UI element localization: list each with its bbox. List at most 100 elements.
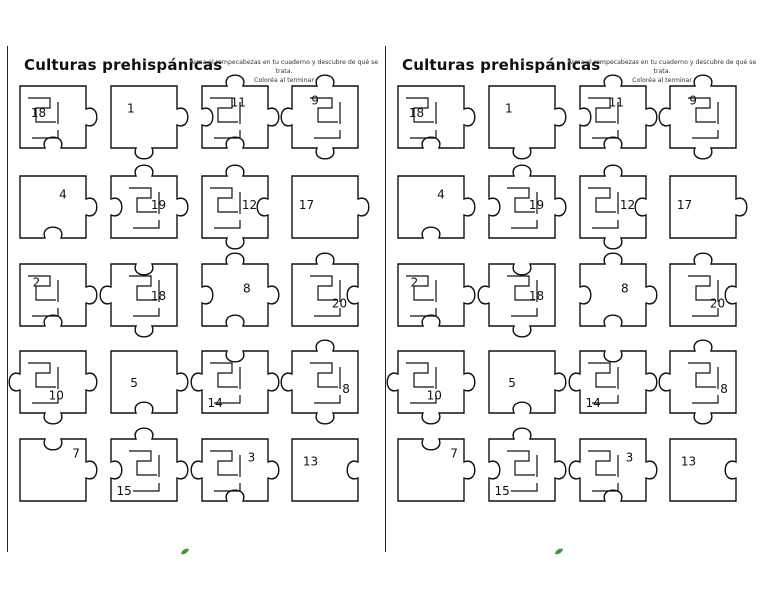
piece-number: 1: [505, 102, 513, 116]
puzzle-piece: 10: [386, 350, 476, 425]
piece-artwork: [507, 275, 538, 317]
puzzle-piece-outline: [669, 438, 737, 502]
piece-number: 15: [117, 484, 132, 498]
piece-number: 2: [33, 275, 41, 289]
piece-number: 18: [529, 289, 544, 303]
piece-artwork: [588, 187, 619, 229]
piece-artwork: [28, 97, 59, 139]
piece-number: 9: [311, 94, 319, 108]
piece-artwork: [210, 362, 241, 404]
puzzle-piece: 5: [488, 350, 567, 414]
puzzle-piece-outline: [568, 438, 658, 502]
puzzle-piece-outline: [397, 438, 476, 502]
worksheet-title: Culturas prehispánicas: [402, 56, 601, 74]
piece-number: 10: [427, 388, 442, 402]
piece-artwork: [688, 275, 719, 317]
piece-number: 19: [151, 198, 166, 212]
puzzle-piece-outline: [291, 175, 370, 239]
piece-number: 10: [49, 388, 64, 402]
piece-number: 17: [677, 198, 692, 212]
puzzle-piece: 8: [280, 339, 359, 425]
piece-artwork: [310, 362, 341, 404]
puzzle-piece-outline: [280, 74, 359, 160]
piece-number: 8: [621, 282, 629, 296]
piece-number: 18: [31, 106, 46, 120]
worksheet-right: Culturas prehispánicas Arma el rompecabe…: [385, 46, 762, 555]
puzzle-piece-outline: [291, 438, 359, 502]
piece-artwork: [588, 450, 619, 492]
puzzle-piece: 14: [568, 350, 658, 414]
puzzle-piece-outline: [579, 252, 658, 327]
instructions-line-2: Coloréa al terminar: [254, 77, 314, 84]
puzzle-piece-outline: [19, 438, 98, 502]
puzzle-piece: 1: [488, 85, 567, 160]
piece-number: 12: [242, 198, 257, 212]
puzzle-piece-outline: [579, 164, 647, 250]
puzzle-piece-outline: [110, 164, 189, 239]
puzzle-piece: 2: [397, 263, 476, 327]
puzzle-piece: 10: [8, 350, 98, 425]
instructions-line-1: Arma el rompecabezas en tu cuaderno y de…: [189, 59, 379, 75]
piece-number: 15: [495, 484, 510, 498]
puzzle-piece-outline: [190, 350, 280, 414]
puzzle-piece: 8: [201, 252, 280, 327]
piece-artwork: [406, 275, 437, 317]
piece-number: 14: [586, 396, 601, 410]
puzzle-piece-outline: [488, 350, 567, 414]
piece-artwork: [688, 362, 719, 404]
puzzle-piece: 14: [190, 350, 280, 414]
puzzle-piece: 19: [488, 164, 567, 239]
piece-artwork: [406, 97, 437, 139]
piece-artwork: [28, 362, 59, 404]
piece-number: 8: [243, 282, 251, 296]
piece-artwork: [310, 97, 341, 139]
worksheet-title: Culturas prehispánicas: [24, 56, 223, 74]
piece-number: 20: [332, 296, 347, 310]
puzzle-piece-outline: [488, 427, 567, 502]
puzzle-piece: 8: [579, 252, 658, 327]
piece-number: 11: [609, 96, 624, 110]
piece-artwork: [210, 97, 241, 139]
worksheet-instructions: Arma el rompecabezas en tu cuaderno y de…: [186, 58, 382, 85]
puzzle-piece: 15: [110, 427, 189, 502]
puzzle-piece: 18: [477, 263, 556, 338]
puzzle-piece: 9: [280, 74, 359, 160]
puzzle-piece: 13: [291, 438, 359, 502]
puzzle-piece-outline: [110, 350, 189, 414]
puzzle-piece: 3: [190, 438, 280, 502]
puzzle-piece-outline: [19, 175, 98, 239]
puzzle-piece: 7: [19, 438, 98, 502]
piece-artwork: [129, 275, 160, 317]
piece-number: 17: [299, 198, 314, 212]
puzzle-piece-outline: [110, 85, 189, 160]
piece-artwork: [588, 362, 619, 404]
piece-number: 8: [342, 382, 350, 396]
puzzle-piece-outline: [568, 350, 658, 414]
piece-number: 13: [681, 455, 696, 469]
puzzle-piece-outline: [658, 74, 737, 160]
puzzle-piece: 5: [110, 350, 189, 414]
piece-number: 14: [208, 396, 223, 410]
puzzle-piece-outline: [190, 438, 280, 502]
piece-number: 19: [529, 198, 544, 212]
puzzle-piece: 17: [669, 175, 748, 239]
puzzle-piece: 19: [110, 164, 189, 239]
piece-artwork: [588, 97, 619, 139]
piece-artwork: [129, 187, 160, 229]
puzzle-piece: 20: [291, 252, 359, 327]
piece-number: 7: [72, 447, 80, 461]
piece-number: 20: [710, 296, 725, 310]
puzzle-piece-outline: [488, 85, 567, 160]
piece-number: 1: [127, 102, 135, 116]
piece-number: 2: [411, 275, 419, 289]
puzzle-piece: 9: [658, 74, 737, 160]
piece-number: 18: [409, 106, 424, 120]
piece-number: 3: [248, 450, 256, 464]
instructions-line-2: Coloréa al terminar: [632, 77, 692, 84]
puzzle-piece: 13: [669, 438, 737, 502]
piece-number: 11: [231, 96, 246, 110]
piece-artwork: [507, 450, 538, 492]
piece-artwork: [28, 275, 59, 317]
